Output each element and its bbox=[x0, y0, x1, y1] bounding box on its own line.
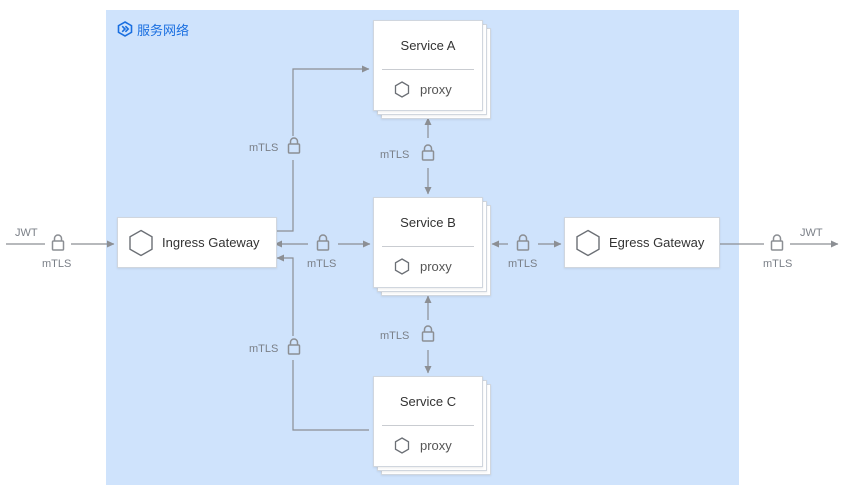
hexagon-icon bbox=[394, 81, 410, 98]
mesh-logo-icon bbox=[117, 21, 133, 37]
egress-gateway-label: Egress Gateway bbox=[609, 235, 705, 250]
egress-gateway-node[interactable]: Egress Gateway bbox=[564, 217, 720, 268]
label-mtls-b-egress: mTLS bbox=[508, 258, 538, 270]
divider bbox=[382, 69, 474, 70]
service-c-title: Service C bbox=[399, 394, 457, 409]
service-b-node[interactable]: Service B proxy bbox=[373, 197, 483, 288]
label-mtls-in: mTLS bbox=[42, 258, 72, 270]
lock-icon-jwt-in bbox=[51, 234, 65, 251]
hexagon-icon bbox=[129, 229, 153, 256]
divider bbox=[382, 246, 474, 247]
hexagon-icon bbox=[394, 258, 410, 275]
service-b-title: Service B bbox=[400, 215, 456, 230]
service-a-proxy: proxy bbox=[394, 81, 452, 98]
label-mtls-a-b: mTLS bbox=[380, 149, 410, 161]
lock-icon-ingress-a bbox=[287, 137, 301, 154]
service-c-proxy: proxy bbox=[394, 437, 452, 454]
proxy-label: proxy bbox=[420, 259, 452, 274]
mesh-title-text: 服务网络 bbox=[137, 22, 190, 38]
label-mtls-b-c: mTLS bbox=[380, 330, 410, 342]
divider bbox=[382, 425, 474, 426]
lock-icon-b-c bbox=[421, 325, 435, 342]
label-mtls-ingress-b: mTLS bbox=[307, 258, 337, 270]
lock-icon-ingress-c bbox=[287, 338, 301, 355]
ingress-gateway-node[interactable]: Ingress Gateway bbox=[117, 217, 277, 268]
lock-icon-jwt-out bbox=[770, 234, 784, 251]
proxy-label: proxy bbox=[420, 82, 452, 97]
label-jwt-out: JWT bbox=[800, 227, 823, 239]
hexagon-icon bbox=[576, 229, 600, 256]
ingress-gateway-label: Ingress Gateway bbox=[162, 235, 260, 250]
label-mtls-out: mTLS bbox=[763, 258, 793, 270]
proxy-label: proxy bbox=[420, 438, 452, 453]
service-c-node[interactable]: Service C proxy bbox=[373, 376, 483, 467]
service-b-proxy: proxy bbox=[394, 258, 452, 275]
lock-icon-ingress-b bbox=[316, 234, 330, 251]
label-mtls-ingress-c: mTLS bbox=[249, 343, 279, 355]
lock-icon-b-egress bbox=[516, 234, 530, 251]
mesh-title: 服务网络 bbox=[117, 20, 189, 38]
label-mtls-ingress-a: mTLS bbox=[249, 142, 279, 154]
service-a-title: Service A bbox=[400, 38, 456, 53]
hexagon-icon bbox=[394, 437, 410, 454]
service-a-node[interactable]: Service A proxy bbox=[373, 20, 483, 111]
label-jwt-in: JWT bbox=[15, 227, 38, 239]
lock-icon-a-b bbox=[421, 144, 435, 161]
